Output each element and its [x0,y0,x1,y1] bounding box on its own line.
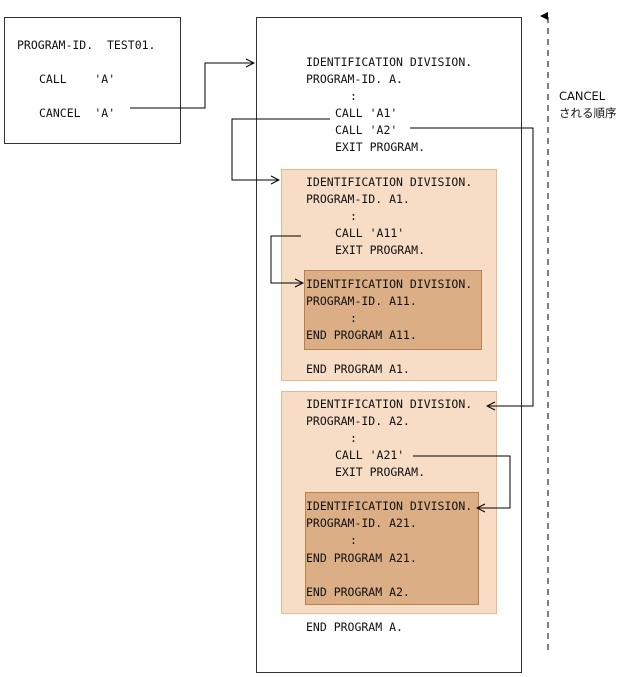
program-a2-call-a21: CALL 'A21' [335,448,405,462]
program-a1-exit: EXIT PROGRAM. [335,243,426,257]
program-a-identification: IDENTIFICATION DIVISION. [306,55,473,69]
program-a2-program-id: PROGRAM-ID. A2. [306,414,410,428]
program-a11-ellipsis: : [350,311,357,325]
program-a2-ellipsis: : [350,431,357,445]
program-a11-program-id: PROGRAM-ID. A11. [306,294,417,308]
program-a11-identification: IDENTIFICATION DIVISION. [306,277,473,291]
cancel-order-label-line1: CANCEL [559,89,606,103]
program-a1-ellipsis: : [350,209,357,223]
program-a-program-id: PROGRAM-ID. A. [306,72,403,86]
cancel-order-label-line2: される順序 [559,106,617,120]
program-a1-identification: IDENTIFICATION DIVISION. [306,175,473,189]
caller-program-id: PROGRAM-ID. TEST01. [17,38,156,52]
program-a2-identification: IDENTIFICATION DIVISION. [306,397,473,411]
program-a-end: END PROGRAM A. [306,620,403,634]
program-a1-call-a11: CALL 'A11' [335,226,405,240]
program-a-call-a2: CALL 'A2' [335,123,398,137]
program-a21-ellipsis: : [350,533,357,547]
program-a2-end: END PROGRAM A2. [306,585,410,599]
program-a21-box [305,492,479,605]
program-a-call-a1: CALL 'A1' [335,106,398,120]
program-a21-end: END PROGRAM A21. [306,551,417,565]
caller-cancel-statement: CANCEL 'A' [39,106,116,120]
program-a21-identification: IDENTIFICATION DIVISION. [306,499,473,513]
program-a-ellipsis: : [350,89,357,103]
program-a1-end: END PROGRAM A1. [306,362,410,376]
caller-call-statement: CALL 'A' [39,72,116,86]
program-a11-end: END PROGRAM A11. [306,328,417,342]
program-a2-exit: EXIT PROGRAM. [335,465,426,479]
program-a-exit: EXIT PROGRAM. [335,140,426,154]
program-a1-program-id: PROGRAM-ID. A1. [306,192,410,206]
program-a21-program-id: PROGRAM-ID. A21. [306,516,417,530]
